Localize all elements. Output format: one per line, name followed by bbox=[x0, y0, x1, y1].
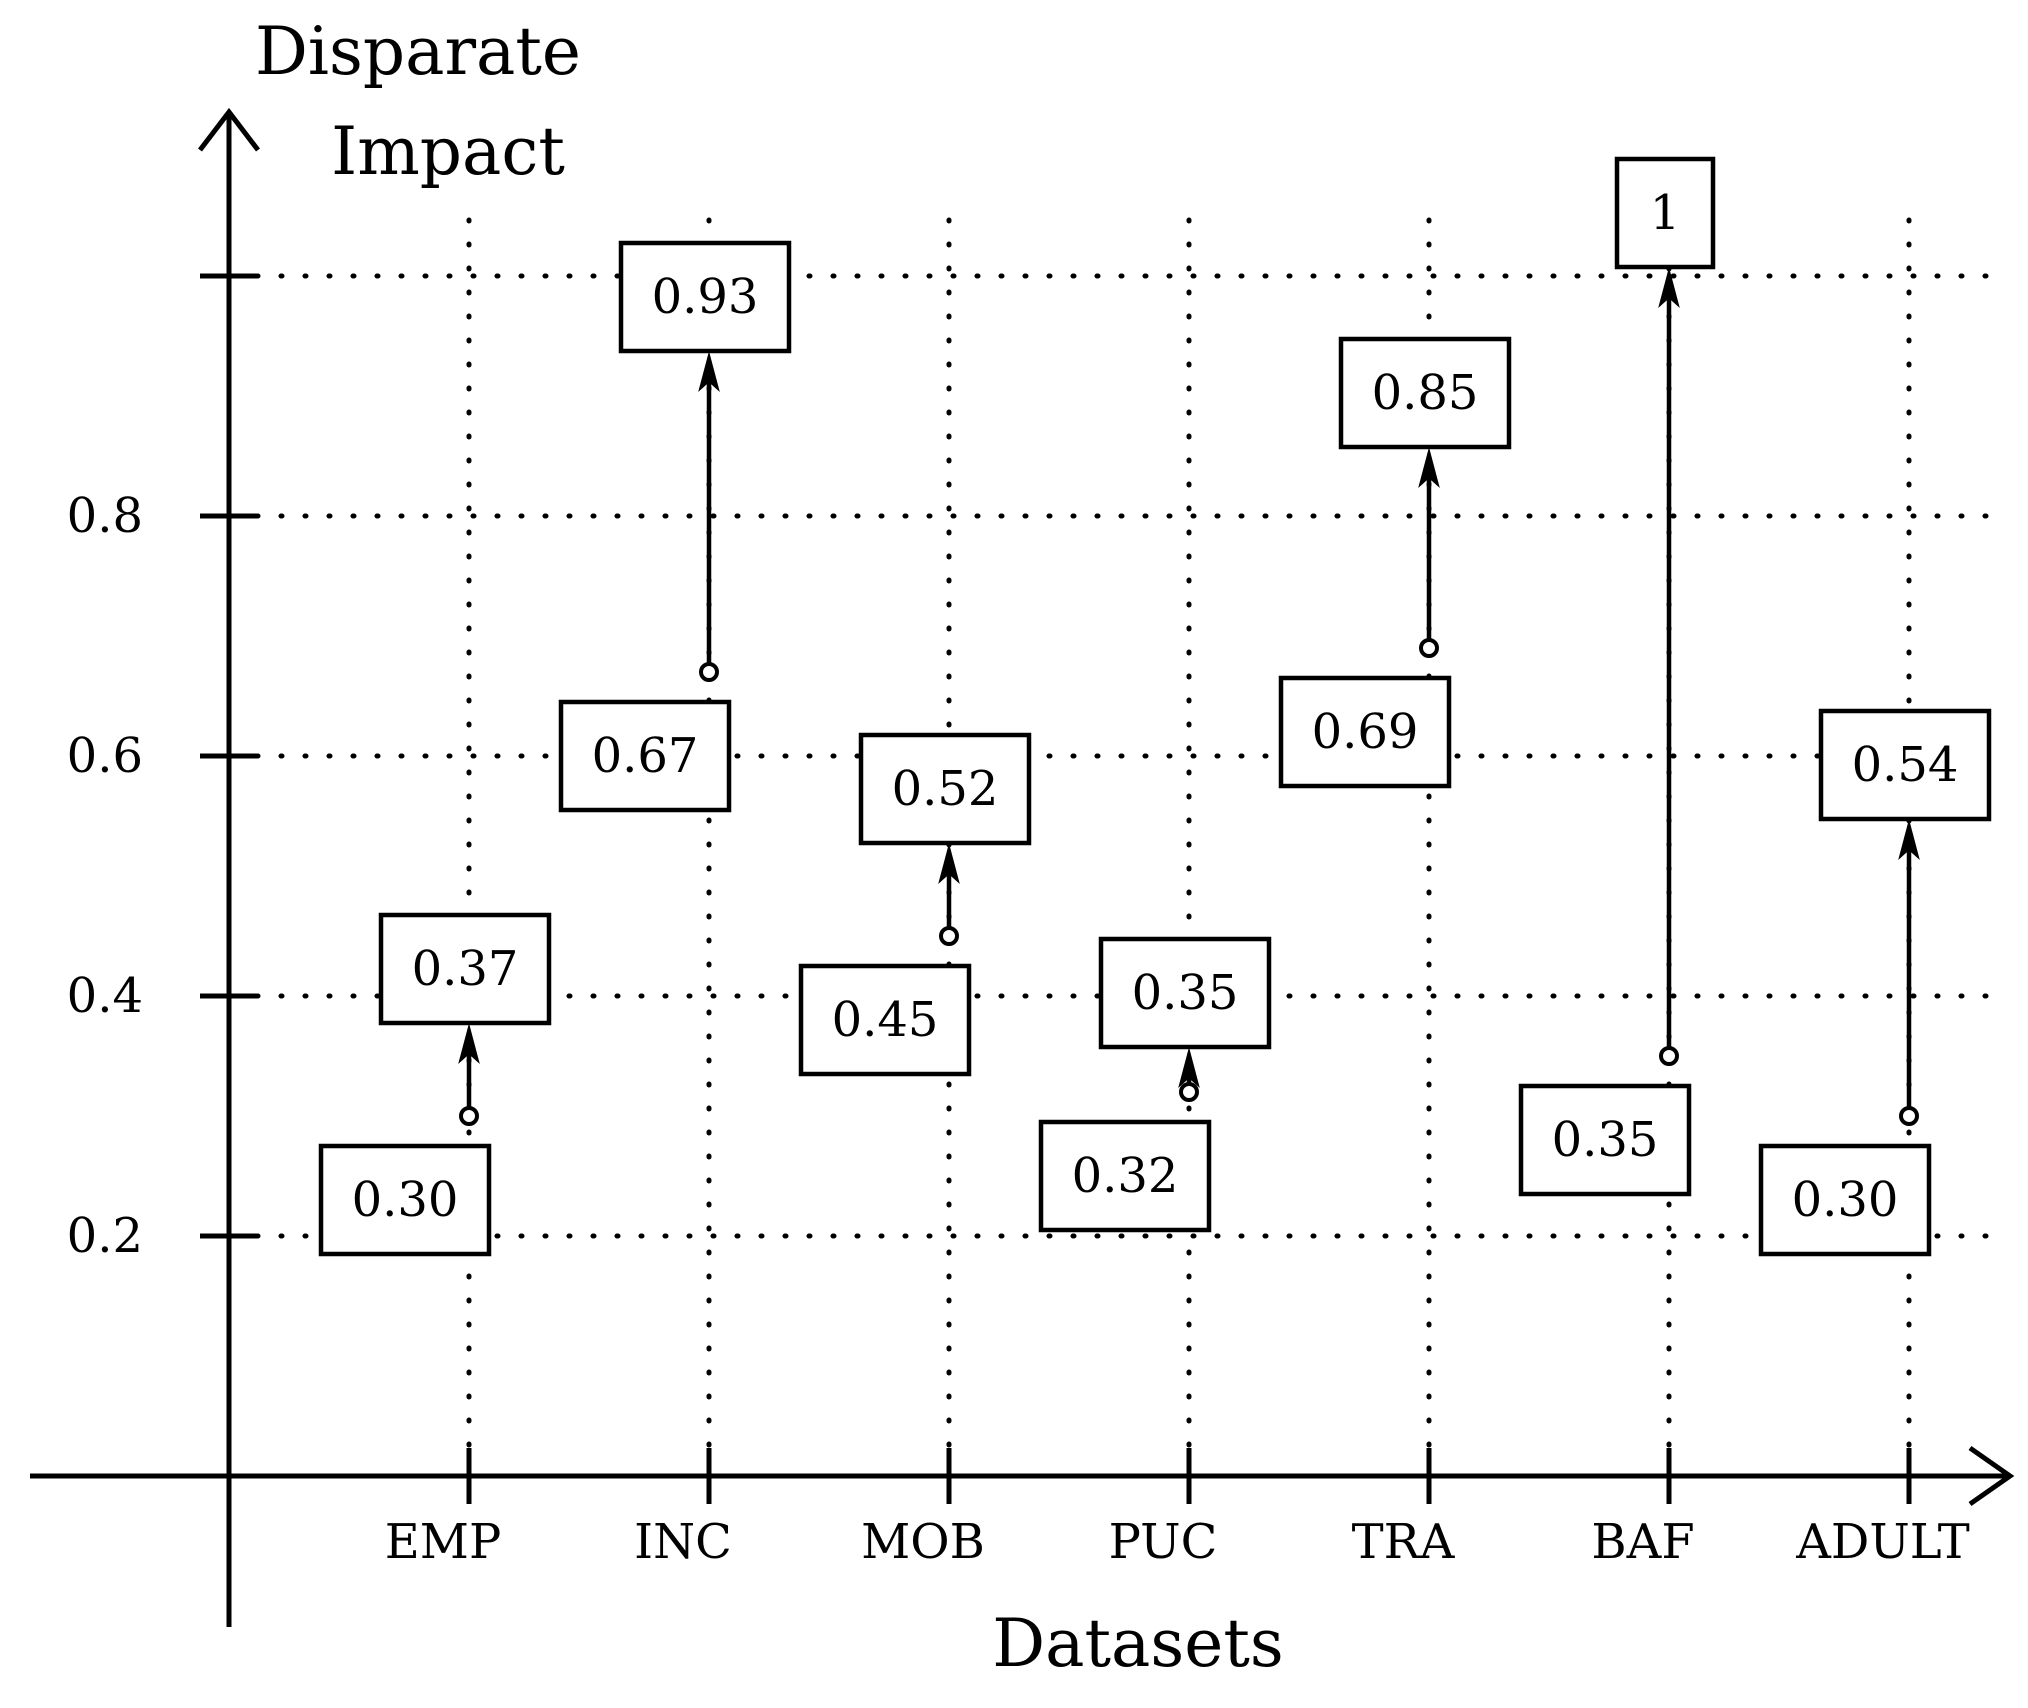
from-value-label: 0.67 bbox=[592, 728, 699, 784]
start-point-marker bbox=[1179, 1082, 1199, 1102]
x-tick-label: EMP bbox=[385, 1514, 501, 1570]
x-tick-label: INC bbox=[634, 1514, 732, 1570]
from-value-label: 0.69 bbox=[1312, 704, 1419, 760]
to-value-box bbox=[1614, 156, 1716, 270]
change-arrow-head bbox=[1178, 1047, 1200, 1088]
from-value-box bbox=[558, 699, 732, 813]
start-point-marker bbox=[699, 662, 719, 682]
from-value-label: 0.30 bbox=[352, 1172, 459, 1228]
dataset-adult-mark: 0.30 0.54 bbox=[1758, 708, 1992, 1257]
axis-labels: Disparate Impact Datasets bbox=[255, 13, 1284, 1682]
grid-lines bbox=[254, 217, 2008, 1469]
dataset-emp-mark: 0.30 0.37 bbox=[318, 912, 552, 1257]
dataset-baf-mark: 0.35 1 bbox=[1518, 156, 1716, 1197]
data-marks: 0.30 0.37 0.67 0.93 0.45 0.52 0.32 0.35 0.69 0.85… bbox=[318, 156, 1992, 1257]
y-tick-label: 0.8 bbox=[67, 488, 143, 544]
start-point-marker bbox=[1659, 1046, 1679, 1066]
dataset-inc-mark: 0.67 0.93 bbox=[558, 240, 792, 813]
start-point-marker bbox=[1899, 1106, 1919, 1126]
from-value-label: 0.30 bbox=[1792, 1172, 1899, 1228]
change-arrow-head bbox=[458, 1023, 480, 1064]
to-value-box bbox=[618, 240, 792, 354]
to-value-label: 0.37 bbox=[412, 941, 519, 997]
change-arrow-head bbox=[938, 843, 960, 884]
from-value-box bbox=[1278, 675, 1452, 789]
from-value-box bbox=[798, 963, 972, 1077]
axes bbox=[30, 107, 2015, 1627]
to-value-box bbox=[1098, 936, 1272, 1050]
to-value-label: 0.85 bbox=[1372, 365, 1479, 421]
y-axis-label-line-1: Disparate bbox=[255, 13, 581, 90]
change-arrow-head bbox=[698, 351, 720, 392]
to-value-label: 1 bbox=[1650, 185, 1681, 241]
y-tick-label: 0.6 bbox=[67, 728, 143, 784]
to-value-box bbox=[378, 912, 552, 1026]
dataset-puc-mark: 0.32 0.35 bbox=[1038, 936, 1272, 1233]
from-value-box bbox=[1038, 1119, 1212, 1233]
x-tick-label: BAF bbox=[1591, 1514, 1694, 1570]
change-arrow-head bbox=[1898, 819, 1920, 860]
from-value-label: 0.32 bbox=[1072, 1148, 1179, 1204]
from-value-label: 0.35 bbox=[1552, 1112, 1659, 1168]
x-axis-arrowhead bbox=[1968, 1445, 2015, 1507]
start-point-marker bbox=[939, 926, 959, 946]
to-value-box bbox=[1818, 708, 1992, 822]
to-value-label: 0.35 bbox=[1132, 965, 1239, 1021]
to-value-label: 0.52 bbox=[892, 761, 999, 817]
x-tick-label: PUC bbox=[1109, 1514, 1218, 1570]
change-arrow-head bbox=[1418, 447, 1440, 488]
y-axis-label-line-2: Impact bbox=[331, 113, 565, 190]
to-value-box bbox=[858, 732, 1032, 846]
y-tick-label: 0.4 bbox=[67, 968, 143, 1024]
start-point-marker bbox=[1419, 638, 1439, 658]
change-arrow-head bbox=[1658, 267, 1680, 308]
from-value-box bbox=[1518, 1083, 1692, 1197]
from-value-label: 0.45 bbox=[832, 992, 939, 1048]
dataset-tra-mark: 0.69 0.85 bbox=[1278, 336, 1512, 789]
to-value-label: 0.54 bbox=[1852, 737, 1959, 793]
x-tick-label: TRA bbox=[1352, 1514, 1456, 1570]
y-axis-arrowhead bbox=[198, 107, 260, 152]
x-tick-label: ADULT bbox=[1795, 1514, 1970, 1570]
start-point-marker bbox=[459, 1106, 479, 1126]
dataset-mob-mark: 0.45 0.52 bbox=[798, 732, 1032, 1077]
to-value-label: 0.93 bbox=[652, 269, 759, 325]
x-tick-label: MOB bbox=[861, 1514, 985, 1570]
y-tick-label: 0.2 bbox=[67, 1208, 143, 1264]
from-value-box bbox=[1758, 1143, 1932, 1257]
to-value-box bbox=[1338, 336, 1512, 450]
x-axis-label: Datasets bbox=[992, 1605, 1283, 1682]
from-value-box bbox=[318, 1143, 492, 1257]
